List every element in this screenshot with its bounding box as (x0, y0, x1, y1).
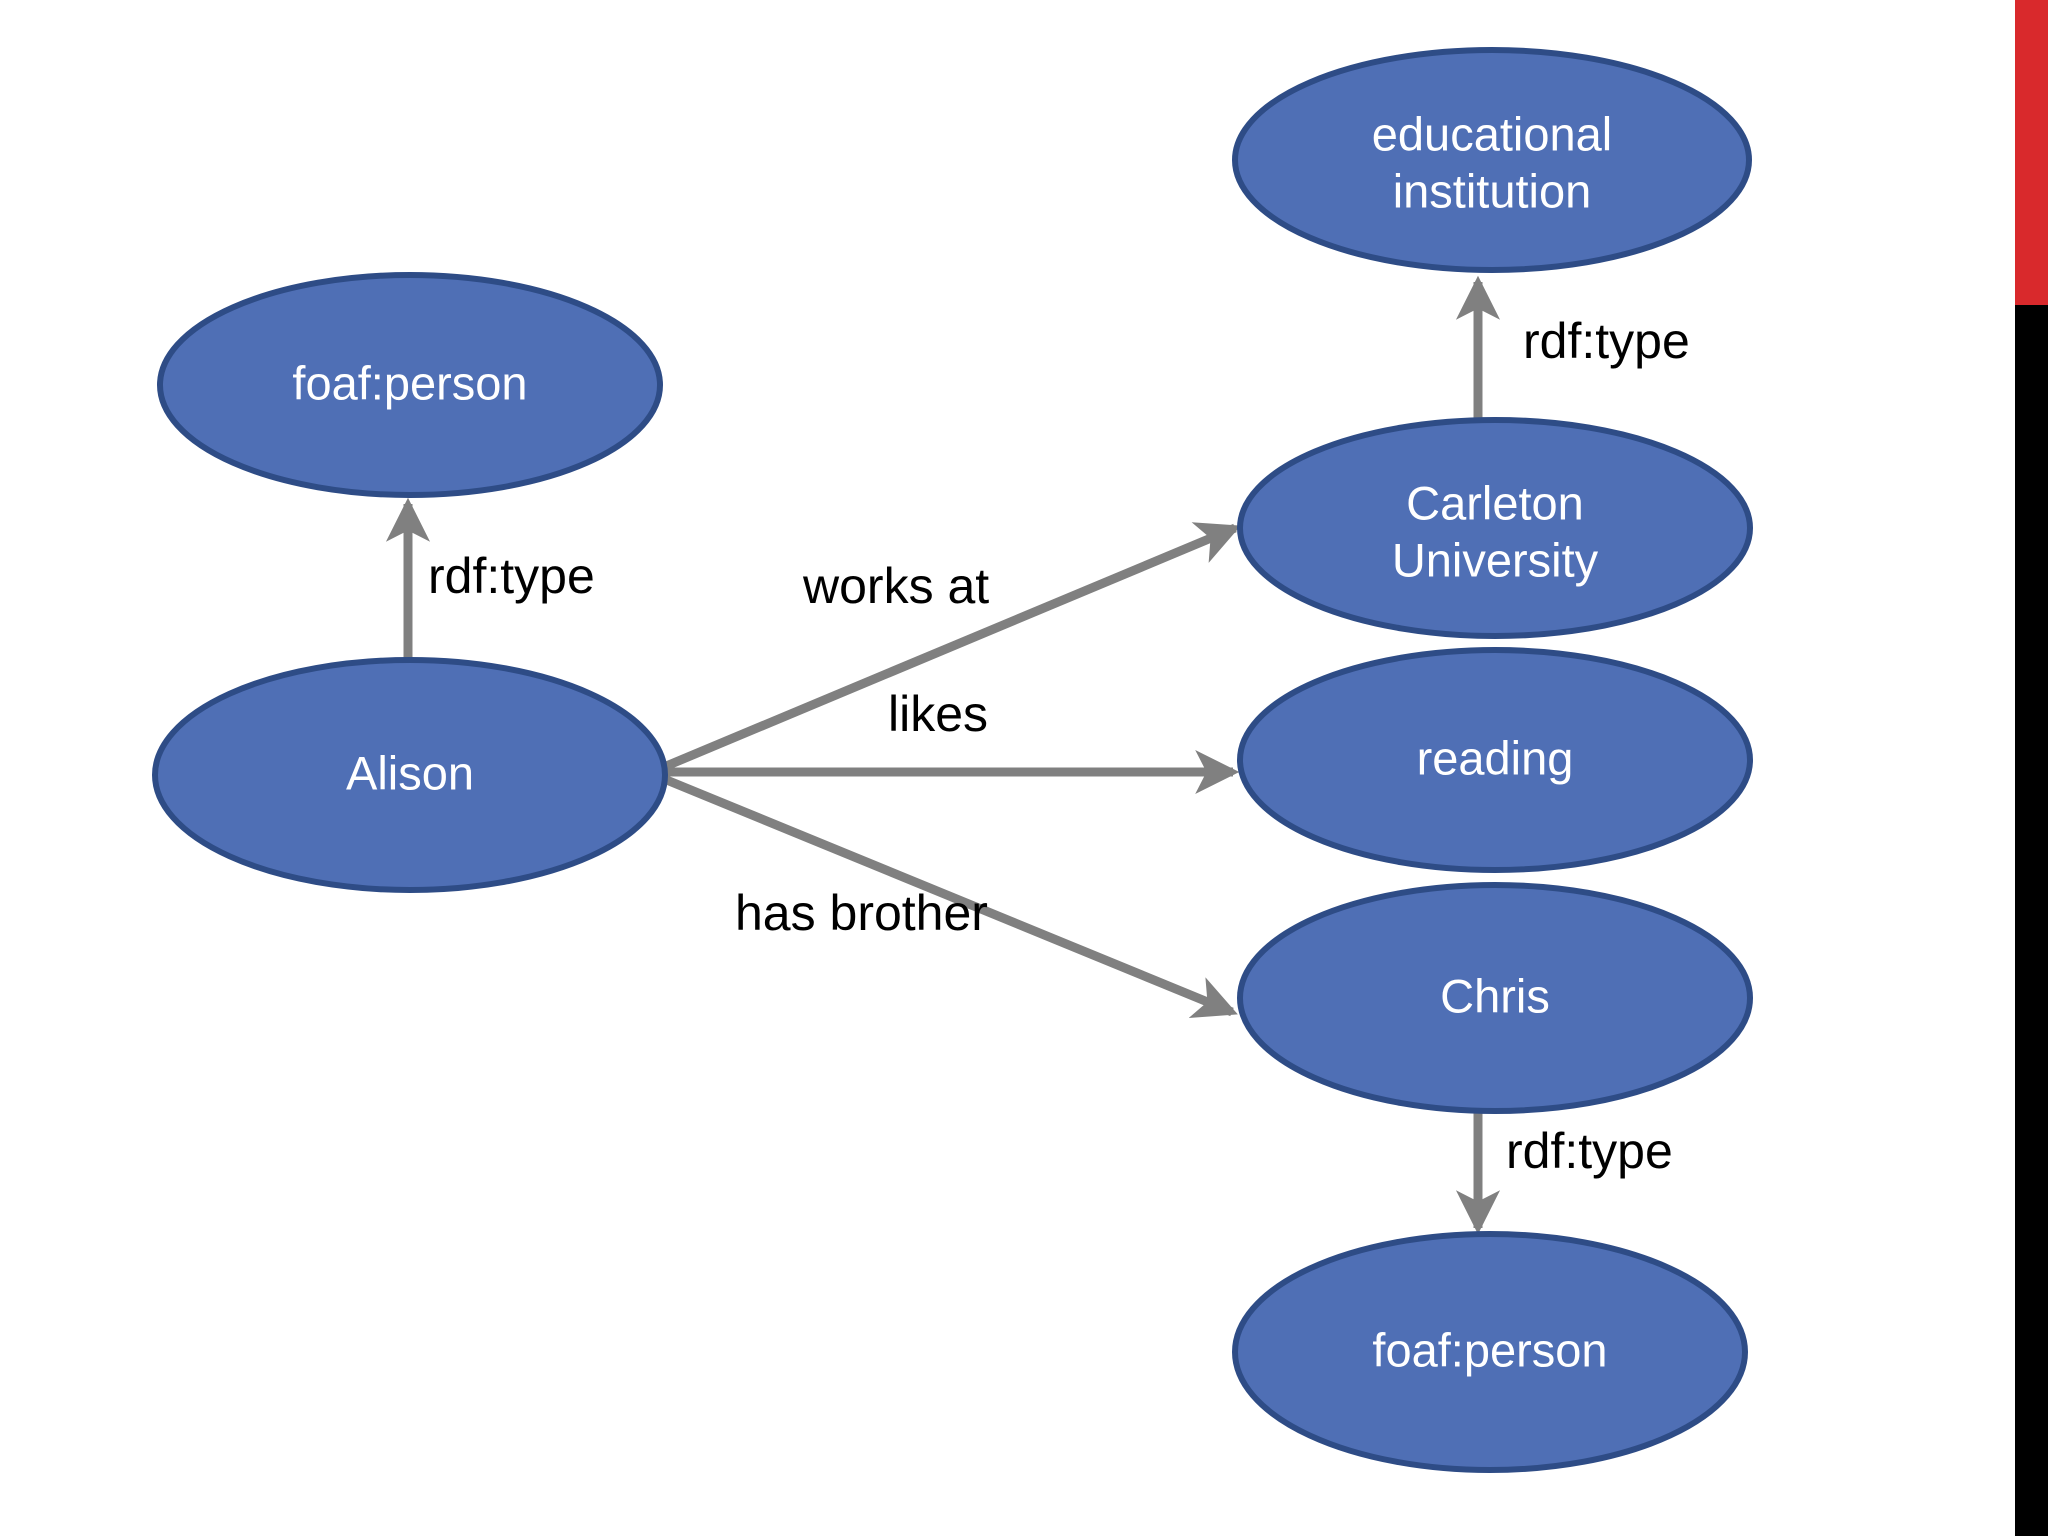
node-reading[interactable]: reading (1237, 647, 1753, 873)
node-shape-foaf-person-bottom[interactable] (1232, 1231, 1748, 1473)
node-label-carleton-university-line1: Carleton (1406, 476, 1584, 529)
node-chris[interactable]: Chris (1237, 882, 1753, 1114)
edge-label-carleton-rdf-type: rdf:type (1523, 313, 1690, 369)
edge-line-alison-works-at (650, 522, 1241, 777)
node-label-reading: reading (1417, 731, 1574, 784)
edge-alison-works-at: works at (650, 522, 1241, 777)
edge-alison-has-brother: has brother (650, 769, 1238, 1019)
node-shape-alison[interactable] (152, 657, 668, 893)
edge-alison-rdf-type: rdf:type (385, 497, 595, 662)
node-label-foaf-person-top: foaf:person (292, 356, 527, 409)
edge-chris-rdf-type: rdf:type (1455, 1110, 1673, 1235)
node-shape-foaf-person-top[interactable] (157, 272, 663, 498)
node-carleton-university[interactable]: Carleton University (1237, 417, 1753, 639)
edge-alison-likes: likes (652, 686, 1240, 795)
edge-label-alison-rdf-type: rdf:type (428, 548, 595, 604)
sidebar-accent-red (2015, 0, 2048, 305)
node-shape-chris[interactable] (1237, 882, 1753, 1114)
node-label-foaf-person-bottom: foaf:person (1372, 1323, 1607, 1376)
node-foaf-person-bottom[interactable]: foaf:person (1232, 1231, 1748, 1473)
node-shape-educational-institution[interactable] (1232, 47, 1752, 273)
edge-label-chris-rdf-type: rdf:type (1506, 1123, 1673, 1179)
node-shape-reading[interactable] (1237, 647, 1753, 873)
node-shape-carleton-university[interactable] (1237, 417, 1753, 639)
node-label-alison: Alison (346, 746, 474, 799)
node-label-educational-institution-line2: institution (1393, 164, 1592, 217)
edge-label-alison-works-at: works at (802, 558, 989, 614)
node-label-carleton-university-line2: University (1392, 533, 1599, 586)
edge-label-alison-has-brother: has brother (735, 885, 988, 941)
edge-label-alison-likes: likes (888, 686, 988, 742)
node-educational-institution[interactable]: educational institution (1232, 47, 1752, 273)
edge-carleton-rdf-type: rdf:type (1455, 275, 1690, 418)
node-alison[interactable]: Alison (152, 657, 668, 893)
node-foaf-person-top[interactable]: foaf:person (157, 272, 663, 498)
node-label-chris: Chris (1440, 969, 1550, 1022)
node-label-educational-institution-line1: educational (1372, 107, 1612, 160)
edge-line-alison-has-brother (650, 769, 1238, 1019)
sidebar-accent-black (2015, 305, 2048, 1536)
